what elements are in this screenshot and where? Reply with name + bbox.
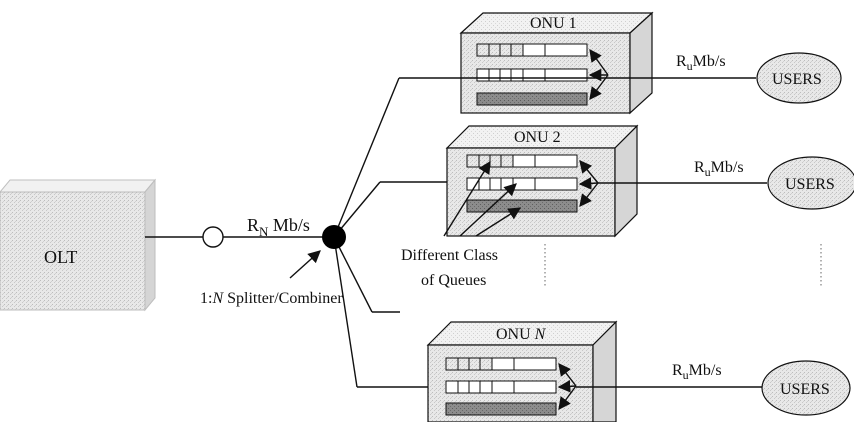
onu-n-rate-label: RuMb/s (672, 362, 722, 382)
onu-2-queue-1 (466, 154, 578, 168)
onu-n-users-label: USERS (780, 381, 830, 398)
splitter-arrow (289, 250, 321, 279)
queues-label-line1: Different Class (401, 247, 498, 264)
trunk-queue-circle (202, 226, 224, 248)
queues-arrow-1 (443, 160, 491, 237)
onu-n-queue-2 (445, 380, 557, 394)
queues-arrow-2 (459, 183, 517, 237)
onu-2-users-label: USERS (785, 176, 835, 193)
onu-n-arrow-1 (558, 363, 577, 387)
onu-n-box: ONU N (426, 320, 618, 422)
onu-n-title: ONU N (496, 326, 547, 343)
onu-1-queue-3 (476, 92, 588, 106)
onu-n-arrow-2 (557, 380, 577, 393)
onu-1-queue-2 (476, 68, 588, 82)
onu-2-queue-3 (466, 199, 578, 213)
onu-2-queue-2 (466, 177, 578, 191)
onu-n-queue-3 (445, 402, 557, 416)
onu-2-arrow-1 (579, 160, 599, 184)
onu-1-arrow-1 (589, 48, 609, 76)
splitter-node (322, 225, 346, 249)
onu-n-side-face (592, 320, 617, 422)
onu-n-users (761, 360, 851, 416)
onu-1-arrow-3 (589, 74, 609, 101)
onu-2-users (767, 156, 854, 210)
branch-onu1 (333, 77, 400, 238)
branch-onun (333, 236, 358, 388)
branch-extra (333, 236, 373, 313)
onu-1-users (756, 52, 842, 104)
olt-top-face (0, 179, 157, 193)
onu-2-rate-label: RuMb/s (694, 159, 744, 179)
splitter-label: 1:N Splitter/Combiner (200, 290, 343, 307)
olt-label: OLT (44, 247, 77, 267)
onu-1-box: ONU 1 (459, 11, 654, 115)
trunk-rate-label: RN Mb/s (247, 215, 310, 239)
onu-1-queue-1 (476, 43, 588, 57)
onu-2-arrow-3 (579, 182, 599, 207)
onu-2-box: ONU 2 (445, 124, 639, 238)
onu-1-rate-label: RuMb/s (676, 53, 726, 73)
queues-label-line2: of Queues (421, 272, 486, 289)
onu-2-arrow-2 (578, 177, 599, 190)
onu-n-arrow-3 (558, 385, 577, 411)
olt-front-face (0, 191, 146, 311)
onu-2-side-face (614, 124, 638, 238)
olt-side-face (144, 178, 156, 312)
onu-n-queue-1 (445, 357, 557, 371)
onu-1-side-face (629, 11, 653, 115)
onu-1-users-label: USERS (772, 71, 822, 88)
onu-1-title: ONU 1 (530, 15, 577, 32)
olt-node: OLT (0, 178, 157, 312)
queues-arrow-3 (475, 207, 522, 237)
onu-2-title: ONU 2 (514, 129, 561, 146)
